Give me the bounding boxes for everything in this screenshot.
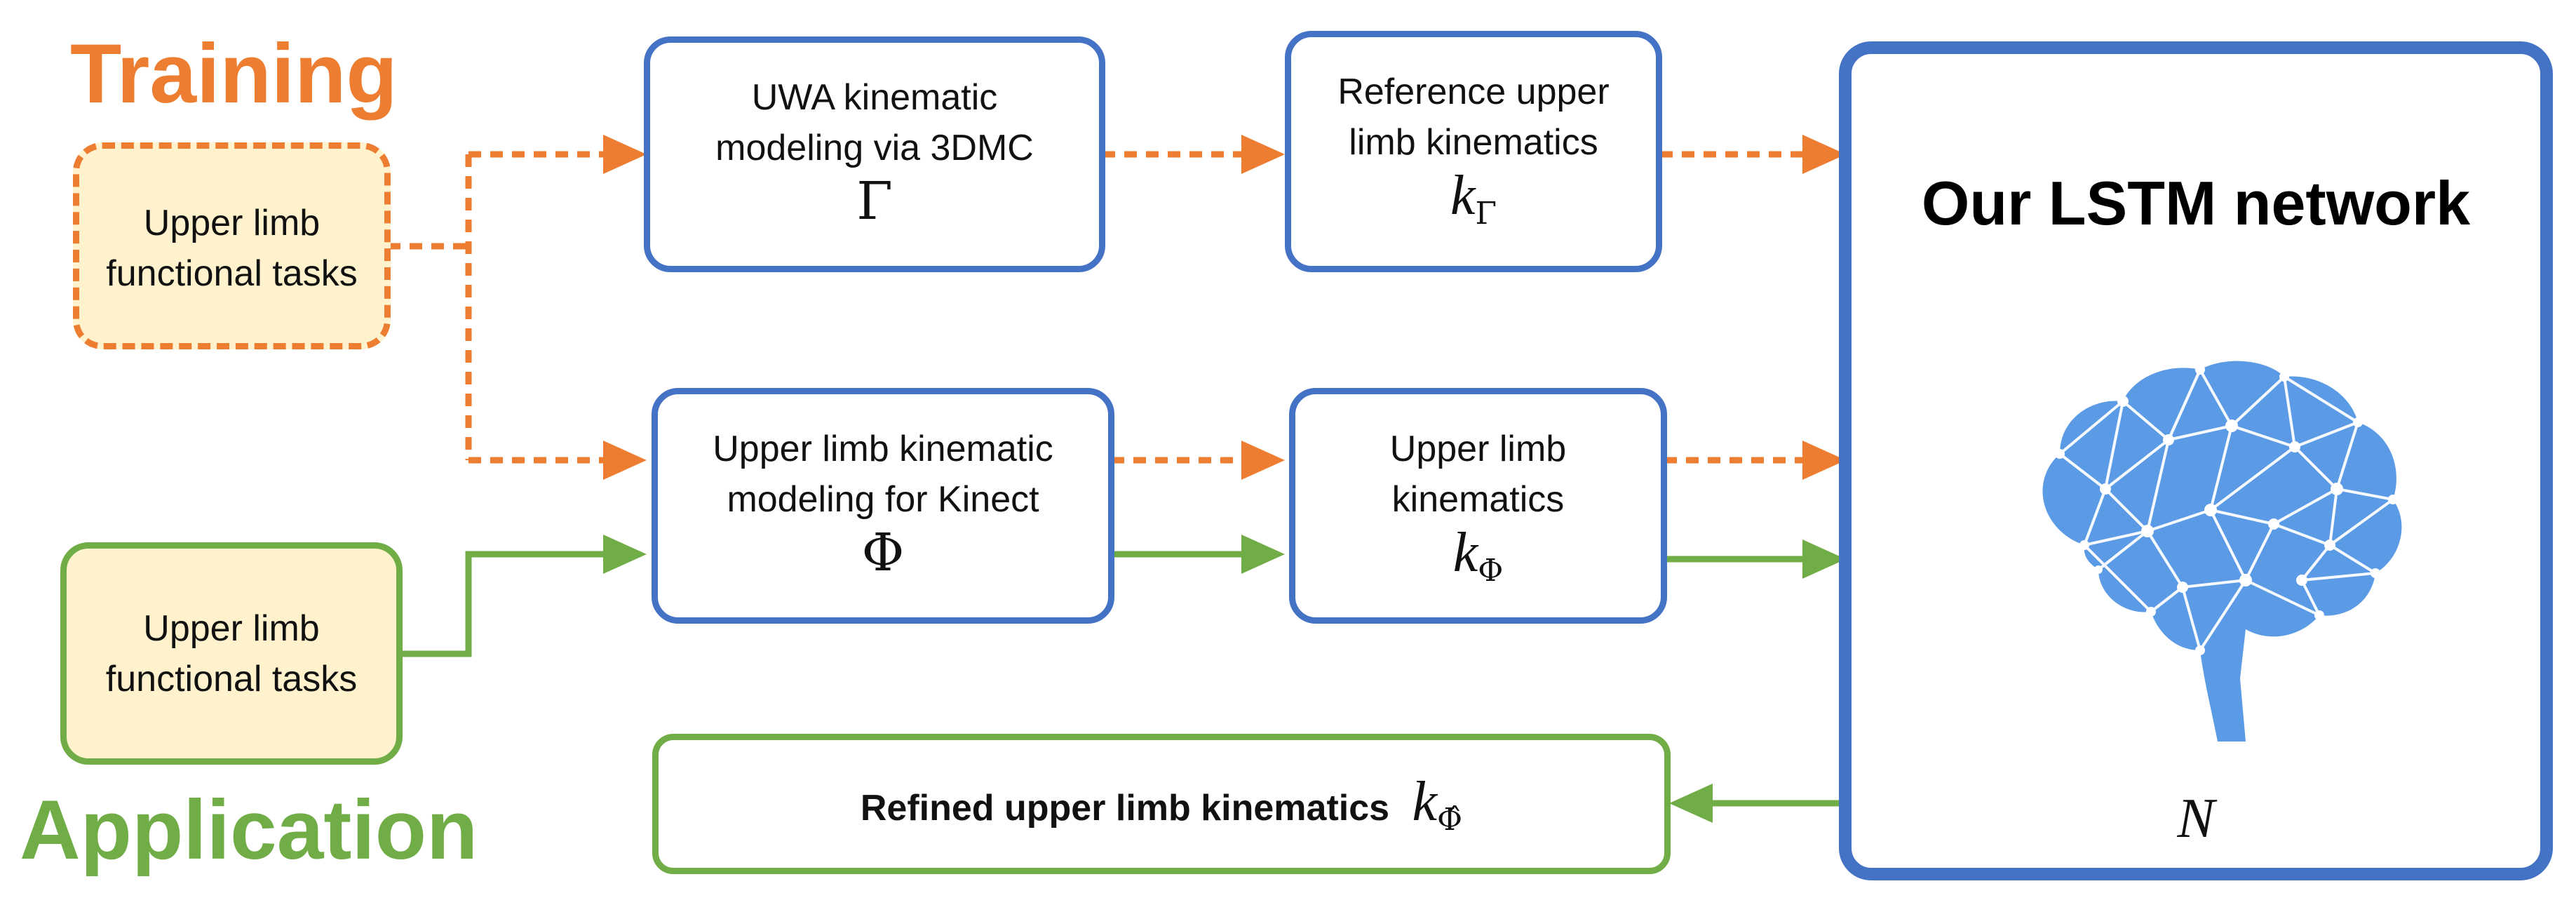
arrowhead-lstm-reference (1802, 135, 1846, 174)
arrowhead-app-lstm (1802, 539, 1846, 579)
training-tasks-line2: functional tasks (106, 253, 358, 294)
k-phi-hat-symbol: kΦ̂ (1412, 771, 1463, 838)
arrowhead-kinect-kinematics (1241, 441, 1285, 480)
application-label: Application (20, 783, 478, 877)
training-arrowheads (603, 135, 1846, 480)
arrowhead-uwa (603, 135, 647, 174)
reference-kinematics-line2: limb kinematics (1349, 122, 1598, 163)
kinect-modeling-line2: modeling for Kinect (727, 479, 1039, 520)
lstm-network-box: Our LSTM network N (1839, 41, 2553, 880)
k-phi-symbol: kΦ (1452, 522, 1504, 589)
arrowhead-reference (1241, 135, 1285, 174)
phi-symbol: Φ (861, 523, 905, 583)
refined-kinematics-label: Refined upper limb kinematics (860, 788, 1390, 829)
k-gamma-symbol: kΓ (1450, 165, 1497, 232)
arrowhead-lstm-kinect (1802, 441, 1846, 480)
app-tasks-to-kinect-connector (403, 551, 603, 657)
uwa-modeling-line1: UWA kinematic (751, 77, 998, 118)
kinect-kinematics-line1: Upper limb (1389, 429, 1567, 469)
kinect-modeling-box: Upper limb kinematic modeling for Kinect… (652, 388, 1114, 624)
application-tasks-line2: functional tasks (105, 659, 358, 699)
uwa-modeling-line2: modeling via 3DMC (715, 128, 1034, 168)
training-label: Training (70, 27, 398, 121)
n-symbol: N (2177, 788, 2215, 850)
kinect-kinematics-box: Upper limb kinematics kΦ (1289, 388, 1667, 624)
arrowhead-app-kinect (603, 535, 647, 574)
refined-kinematics-box: Refined upper limb kinematics kΦ̂ (652, 734, 1671, 874)
kinect-kinematics-line2: kinematics (1391, 479, 1565, 520)
lstm-network-title: Our LSTM network (1921, 168, 2471, 238)
application-arrowheads (603, 535, 1846, 823)
uwa-modeling-box: UWA kinematic modeling via 3DMC Γ (644, 36, 1105, 272)
arrowhead-app-kinematics (1241, 535, 1285, 574)
application-tasks-box: Upper limb functional tasks (60, 542, 403, 765)
training-tasks-box: Upper limb functional tasks (73, 142, 391, 349)
training-tasks-line1: Upper limb (143, 203, 321, 243)
brain-network-icon (2042, 361, 2402, 742)
arrowhead-kinect (603, 441, 647, 480)
application-connectors (403, 551, 1839, 807)
reference-kinematics-line1: Reference upper (1337, 72, 1610, 112)
reference-kinematics-box: Reference upper limb kinematics kΓ (1285, 31, 1662, 272)
arrowhead-refined (1669, 784, 1713, 823)
training-connectors (388, 151, 1802, 464)
gamma-symbol: Γ (856, 171, 893, 232)
application-tasks-line1: Upper limb (143, 608, 320, 649)
kinect-modeling-line1: Upper limb kinematic (713, 429, 1053, 469)
